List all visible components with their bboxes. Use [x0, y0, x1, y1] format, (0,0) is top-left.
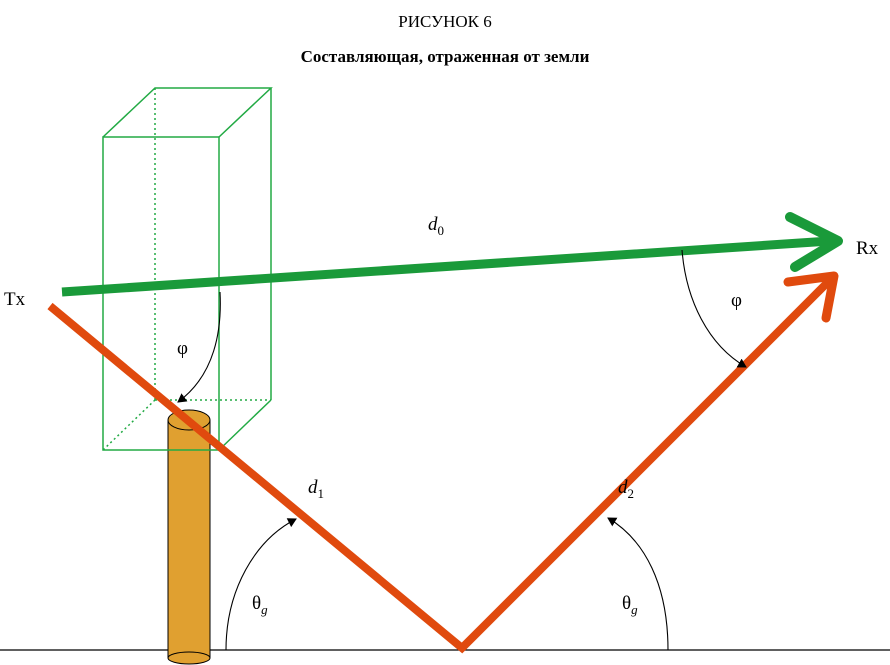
d1-letter: d: [308, 477, 318, 498]
direct-ray: [61, 212, 843, 297]
d2-letter: d: [618, 477, 628, 498]
phi-label-right: φ: [731, 290, 742, 311]
theta-label-left: θg: [252, 593, 268, 617]
d2-subscript: 2: [628, 486, 635, 501]
d1-label: d1: [308, 477, 324, 501]
theta-arc-right: [607, 517, 669, 651]
theta-letter-right: θ: [622, 593, 631, 614]
theta-subscript-right: g: [631, 602, 638, 617]
d0-subscript: 0: [438, 223, 445, 238]
theta-label-right: θg: [622, 593, 638, 617]
d1-subscript: 1: [318, 486, 325, 501]
d2-label: d2: [618, 477, 634, 501]
rx-label: Rx: [856, 238, 879, 259]
figure-label: РИСУНОК 6: [398, 12, 492, 31]
theta-arc-left: [225, 518, 297, 651]
pole: [167, 409, 211, 665]
phi-label-left: φ: [177, 338, 188, 359]
d0-letter: d: [428, 214, 438, 235]
theta-letter-left: θ: [252, 593, 261, 614]
obstacle-box: [102, 87, 273, 451]
reflected-ray: [47, 271, 839, 654]
phi-arc-right: [681, 249, 747, 368]
theta-subscript-left: g: [261, 602, 268, 617]
figure-title: Составляющая, отраженная от земли: [300, 47, 590, 66]
phi-arc-left: [177, 291, 221, 403]
d0-label: d0: [428, 214, 444, 238]
tx-label: Tx: [4, 289, 26, 310]
